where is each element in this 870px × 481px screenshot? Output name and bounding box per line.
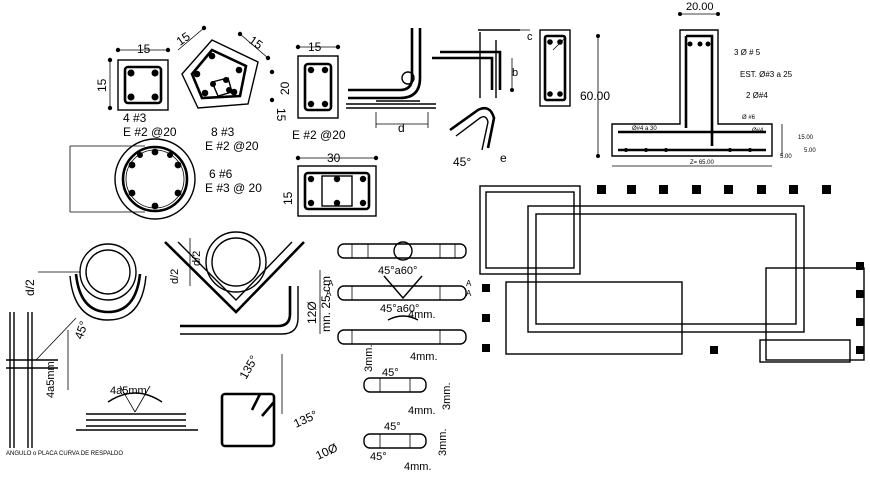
weld-45-b: 45° <box>384 421 401 433</box>
dim-side-2: 15 <box>246 33 265 52</box>
label-mid-bars: 2 Ø#4 <box>746 91 768 100</box>
label-12d: 12Ø <box>305 301 319 324</box>
stirrup-label: E #2 @20 <box>123 125 177 139</box>
bars-label: 8 #3 <box>211 125 235 139</box>
dim-height: 60.00 <box>580 89 610 103</box>
caption: ANGULO o PLACA CURVA DE RESPALDO <box>6 451 123 457</box>
dim-side: 15 <box>274 108 288 122</box>
angle-135-b: 135° <box>291 407 320 430</box>
label-right-bar: Ø #6 <box>742 115 756 121</box>
dim-height: 15 <box>95 78 109 92</box>
pipe-cradle-detail: d/2 <box>23 243 147 321</box>
weld-45-a: 45° <box>382 367 399 379</box>
mm-label-6: 4mm. <box>404 461 432 473</box>
dim-c: 5.00 <box>780 154 792 160</box>
dim-height: 15 <box>281 191 295 205</box>
column-section-round: 6 #6 E #3 @ 20 <box>69 138 262 220</box>
mm-label-1: 4mm. <box>408 309 436 321</box>
column-section-15x15: 15 15 4 #3 E #2 @20 <box>95 42 177 139</box>
section-a-3: A <box>326 289 332 298</box>
mm-label-4: 4mm. <box>408 405 436 417</box>
label-d2: d/2 <box>23 279 37 296</box>
angle-label-2: 45°a60° <box>380 303 419 315</box>
angle-45: 45° <box>453 155 471 169</box>
v-cradle-detail: d/2 d/2 <box>164 231 305 314</box>
label-right-bar-2: Ø#4 <box>752 128 764 134</box>
column-section-30x15: 30 15 <box>281 151 379 217</box>
dim-width: 30 <box>327 151 341 165</box>
section-a-4: A <box>466 289 472 298</box>
angle-135-a: 135° <box>236 353 261 382</box>
dim-height: 20 <box>278 81 292 95</box>
dim-width: 15 <box>308 40 322 54</box>
mm-label: 4a5mm <box>45 361 57 398</box>
foundation-plan <box>479 185 865 363</box>
section-a-2: A <box>466 279 472 288</box>
angle-45: 45° <box>72 319 91 341</box>
dim-e: e <box>500 151 507 165</box>
bars-label: 4 #3 <box>123 111 147 125</box>
length-10d: 10Ø <box>313 440 339 462</box>
stirrup-label: E #3 @ 20 <box>205 181 262 195</box>
mm-label-b: 4a5mm <box>110 385 147 397</box>
dim-b: 5.00 <box>804 148 816 154</box>
label-top-bars: 3 Ø # 5 <box>734 48 761 57</box>
footing-section: 20.00 60.00 3 Ø # 5 EST. Ø#3 a 25 2 Ø#4 … <box>580 1 816 167</box>
weld-45-c: 45° <box>370 451 387 463</box>
stirrup-hook-detail: 135° 135° 10Ø <box>220 353 340 463</box>
dim-a: 15.00 <box>798 135 814 141</box>
label-d2-b: d/2 <box>169 269 181 284</box>
bars-label: 6 #6 <box>209 167 233 181</box>
dim-base-width: Z= 65.00 <box>690 160 715 166</box>
label-estribos: EST. Ø#3 a 25 <box>740 70 793 79</box>
column-section-15x20: 15 20 15 E #2 @20 <box>274 40 346 142</box>
backing-plate-detail: 45° 4a5mm 4a5mm ANGULO o PLACA CURVA DE … <box>6 312 198 457</box>
stirrup-label: E #2 @20 <box>205 139 259 153</box>
dim-top-width: 20.00 <box>686 1 714 13</box>
dim-side-1: 15 <box>174 29 193 48</box>
bent-bar-detail: 12Ø mn. 25 cm <box>180 270 333 335</box>
dim-width: 15 <box>137 42 151 56</box>
label-d2-c: d/2 <box>191 251 203 266</box>
section-a-1: A <box>328 279 334 288</box>
mm-label-5: 3mm. <box>441 383 453 411</box>
mm-label-2: 4mm. <box>410 351 438 363</box>
stirrup-label: E #2 @20 <box>292 128 346 142</box>
label-left-bar: Ø#4 a 30 <box>632 126 657 132</box>
dim-b: b <box>512 67 518 79</box>
beam-section-small <box>539 29 571 107</box>
column-section-pentagon: 15 15 8 #3 E #2 @20 <box>174 25 275 153</box>
weld-details: A A 45°a60° A A 45°a60° 4mm. 4mm. 3mm. 4… <box>326 241 472 473</box>
mm-label-3: 3mm. <box>363 345 375 373</box>
label-min: mn. 25 cm <box>319 276 333 332</box>
anchorage-hook-detail: d c b 45° e <box>346 28 533 169</box>
dim-d: d <box>398 121 405 135</box>
dim-c: c <box>527 31 533 43</box>
mm-label-7: 3mm. <box>437 429 449 457</box>
angle-label-1: 45°a60° <box>378 265 417 277</box>
